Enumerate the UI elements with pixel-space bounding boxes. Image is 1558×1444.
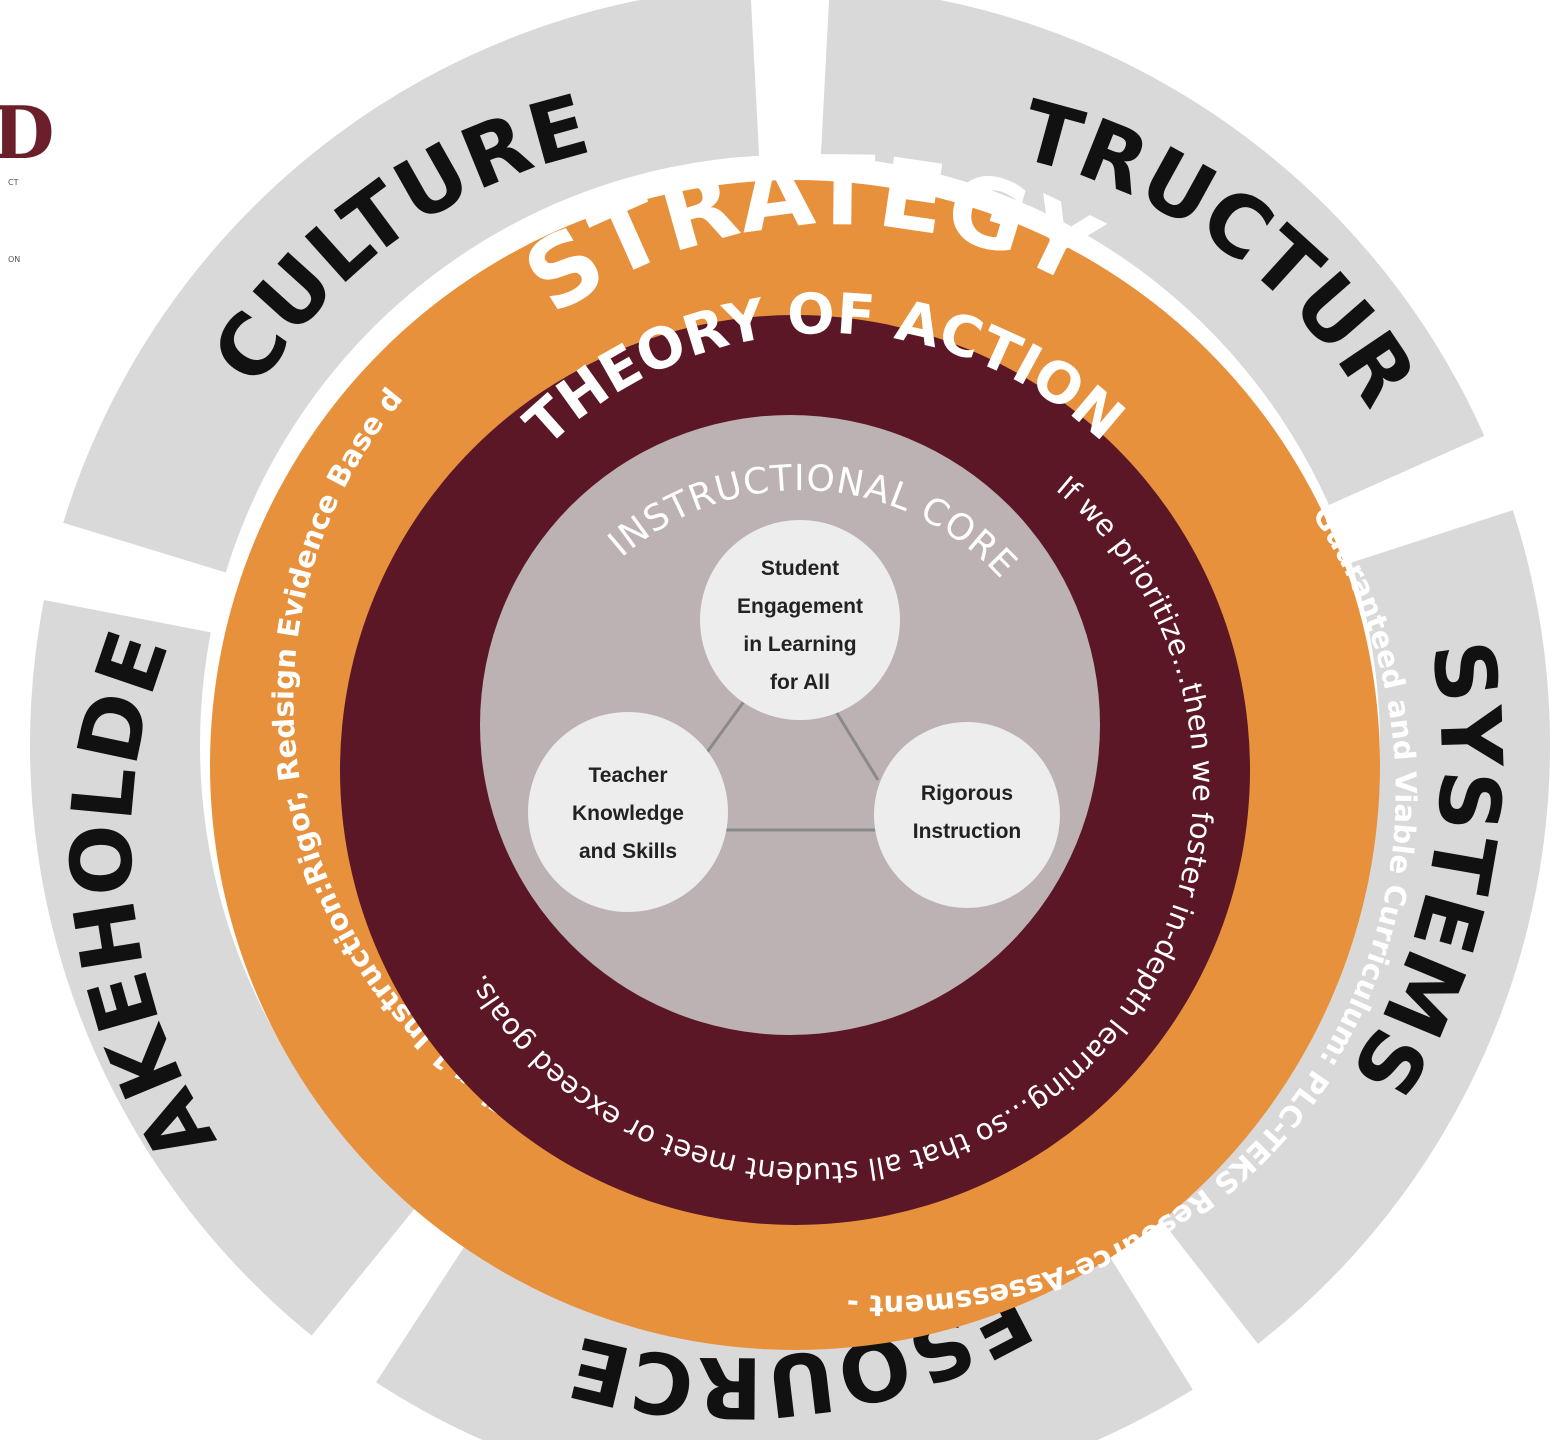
district-logo: D CT ON — [0, 90, 54, 264]
node-rigorous: Rigorous Instruction — [874, 722, 1060, 908]
outer-segment-structure — [820, 0, 1485, 506]
logo-line-1: CT — [8, 178, 19, 187]
node-rigorous-circle — [874, 722, 1060, 908]
node-student-line-3: in Learning — [743, 633, 856, 656]
node-teacher-line-3: and Skills — [579, 840, 677, 863]
logo-line-2: ON — [8, 255, 20, 264]
logo-mark: D — [0, 90, 54, 175]
connector-student-teacher — [703, 699, 747, 756]
core-connectors — [703, 699, 880, 832]
outer-segment-stakeholders — [29, 599, 419, 1336]
node-teacher-line-2: Knowledge — [572, 802, 684, 825]
node-student-line-2: Engagement — [737, 595, 863, 618]
node-teacher-line-1: Teacher — [589, 764, 668, 787]
node-student: Student Engagement in Learning for All — [700, 520, 900, 720]
instructional-core — [480, 415, 1100, 1035]
outer-segment-culture — [63, 0, 760, 573]
node-teacher: Teacher Knowledge and Skills — [528, 712, 728, 912]
node-teacher-circle — [528, 712, 728, 912]
node-student-line-4: for All — [770, 671, 830, 694]
node-rigorous-line-1: Rigorous — [921, 782, 1013, 805]
node-student-circle — [700, 520, 900, 720]
connector-student-rigorous — [833, 709, 880, 781]
node-rigorous-line-2: Instruction — [913, 820, 1022, 843]
node-student-line-1: Student — [761, 557, 839, 580]
